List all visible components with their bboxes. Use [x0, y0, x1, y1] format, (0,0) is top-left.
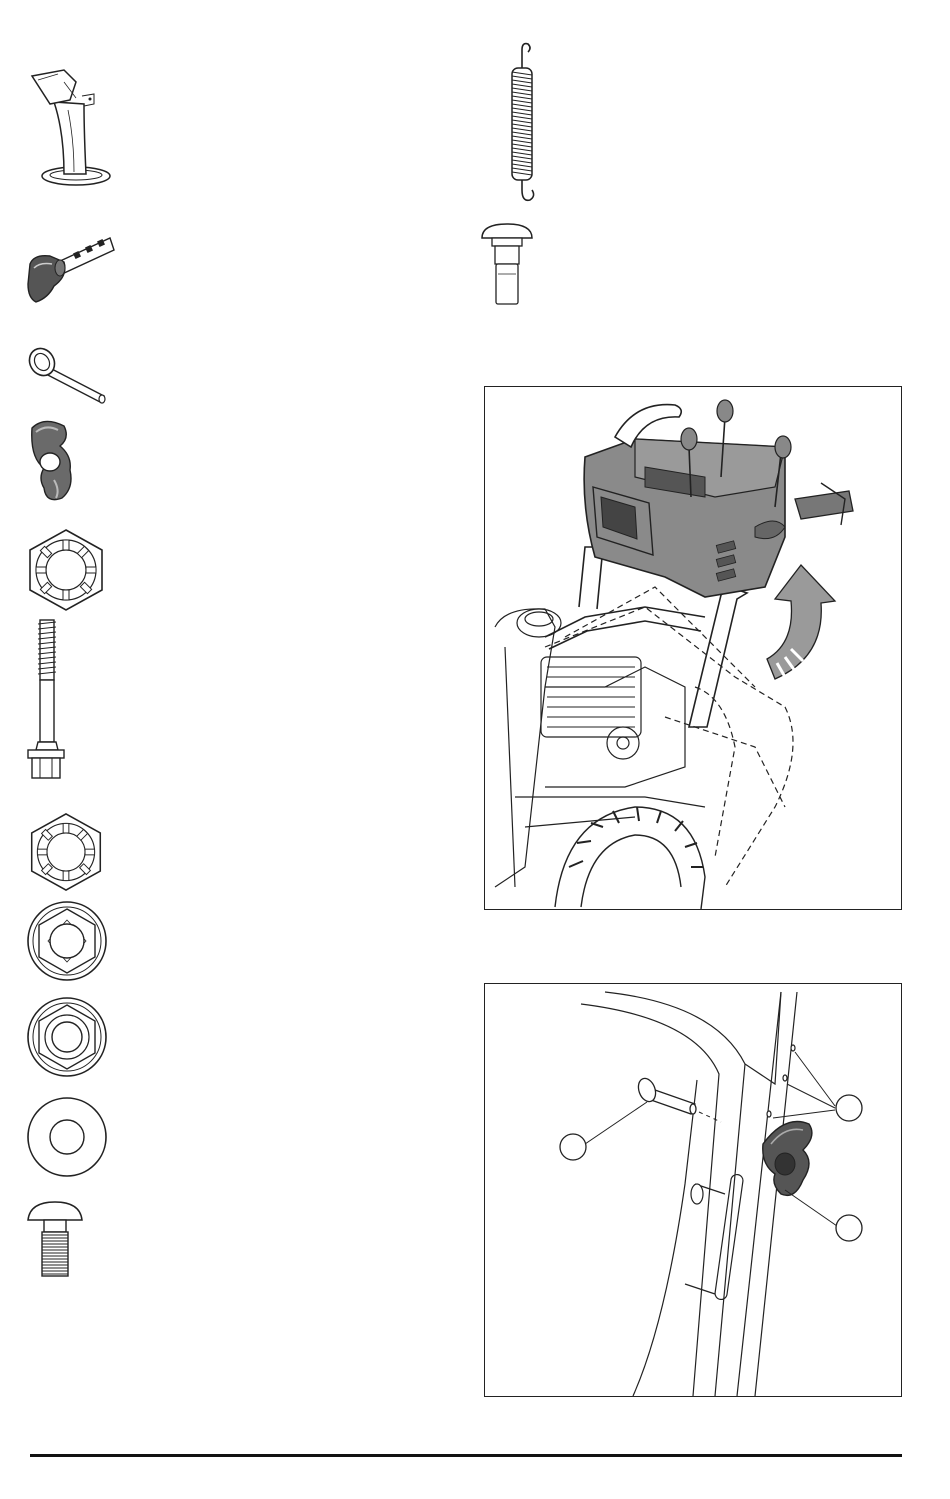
carriage-bolt-icon: [26, 1200, 84, 1280]
extension-spring-icon: [500, 40, 544, 208]
carriage-bolt: [26, 1200, 84, 1280]
footer-rule: [30, 1454, 902, 1457]
flange-bolt: [24, 618, 68, 784]
hex-flange-nut-icon: [26, 900, 108, 982]
knob-with-bracket-icon: [24, 232, 116, 308]
shoulder-pin-icon: [24, 344, 112, 406]
hex-nut-flanged: [26, 996, 108, 1078]
handle-knob-icon: [24, 418, 80, 504]
flange-bolt-icon: [24, 618, 68, 784]
extension-spring: [500, 40, 544, 208]
flat-washer-icon: [26, 1096, 108, 1178]
handle-knob: [24, 418, 80, 504]
shoulder-bolt-icon: [478, 222, 536, 308]
shoulder-pin: [24, 344, 112, 406]
callout-right-bottom: [836, 1215, 862, 1241]
hex-flange-nut-icon: [26, 996, 108, 1078]
handle-raise-figure: [484, 386, 902, 910]
callout-right-top: [836, 1095, 862, 1121]
discharge-chute-icon: [24, 62, 119, 192]
lock-nut-icon: [24, 528, 108, 612]
lock-nut-large: [24, 528, 108, 612]
chute-crank-knob: [24, 232, 116, 308]
callout-left: [560, 1134, 586, 1160]
snowblower-handle-raise-illustration: [485, 387, 901, 909]
handle-knob-install-figure: [484, 983, 902, 1397]
flat-washer: [26, 1096, 108, 1178]
shoulder-bolt: [478, 222, 536, 308]
discharge-chute: [24, 62, 119, 192]
handle-knob-install-illustration: [485, 984, 901, 1396]
hex-lock-nut-flanged: [26, 900, 108, 982]
lock-nut-small: [26, 812, 106, 892]
lock-nut-icon: [26, 812, 106, 892]
